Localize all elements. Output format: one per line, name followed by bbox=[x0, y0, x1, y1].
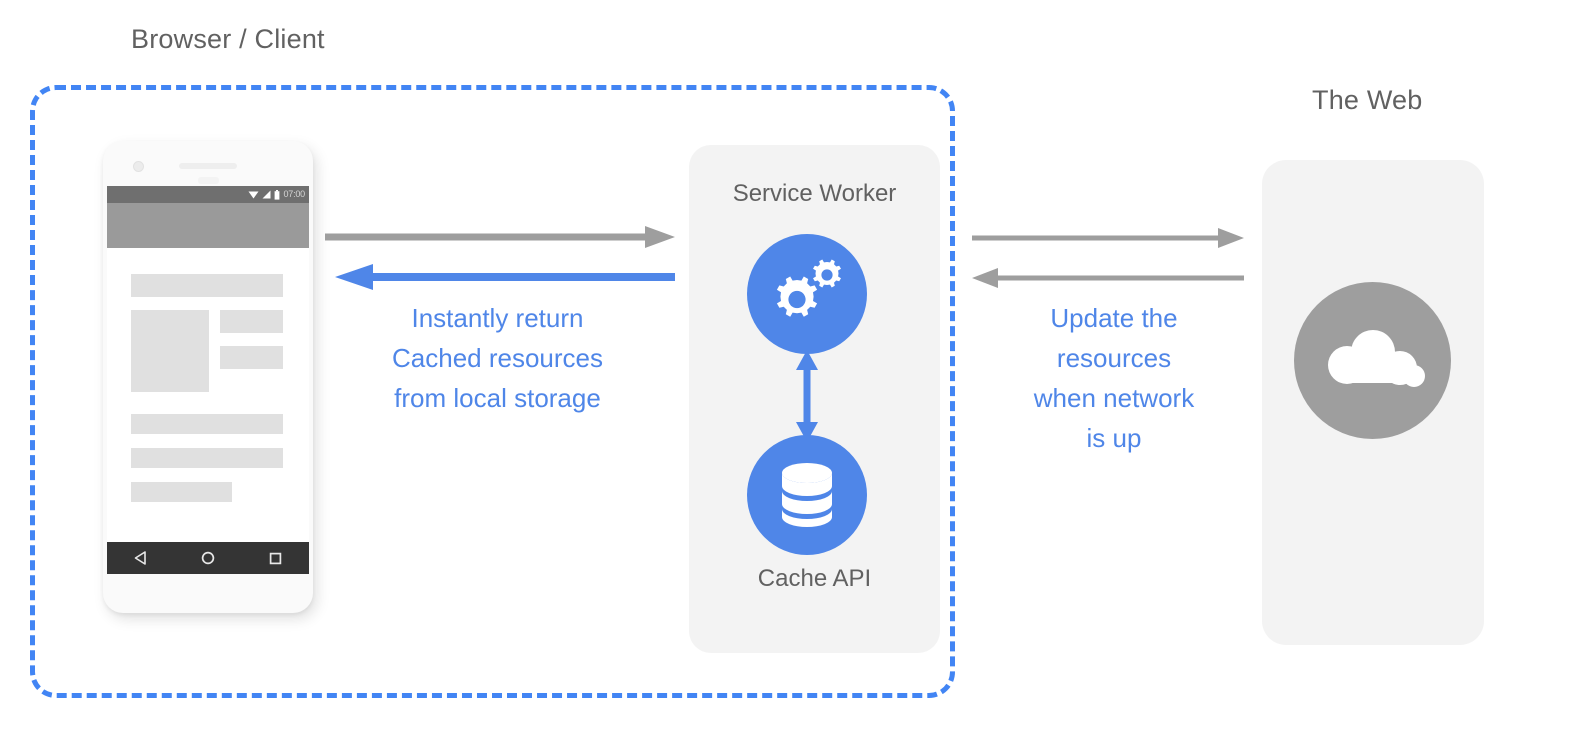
service-worker-panel: Service Worker bbox=[689, 145, 940, 653]
skeleton-block bbox=[131, 448, 283, 468]
phone-clock: 07:00 bbox=[283, 189, 305, 199]
arrow-service-worker-to-phone bbox=[335, 264, 675, 290]
skeleton-block bbox=[131, 310, 209, 392]
back-icon[interactable] bbox=[134, 551, 147, 565]
phone-status-bar: 07:00 bbox=[107, 186, 309, 203]
phone-screen: 07:00 bbox=[107, 186, 309, 574]
wifi-icon bbox=[248, 191, 259, 199]
cloud-icon bbox=[1327, 329, 1425, 387]
phone-navigation-bar bbox=[107, 542, 309, 574]
signal-icon bbox=[262, 190, 271, 199]
arrow-service-worker-to-web bbox=[972, 228, 1244, 248]
arrow-phone-to-service-worker bbox=[325, 226, 675, 248]
browser-client-title: Browser / Client bbox=[131, 24, 325, 54]
phone-speaker-icon bbox=[179, 163, 237, 169]
web-panel bbox=[1262, 160, 1484, 645]
client-boundary-box bbox=[30, 85, 955, 698]
the-web-title: The Web bbox=[1312, 85, 1423, 115]
annotation-update-resources: Update the resources when network is up bbox=[1033, 303, 1195, 453]
annotation-cached-resources: Instantly return Cached resources from l… bbox=[392, 303, 603, 413]
skeleton-block bbox=[220, 346, 283, 369]
service-worker-icon-badge bbox=[747, 234, 867, 354]
gears-icon bbox=[776, 259, 841, 317]
cache-api-icon-badge bbox=[747, 435, 867, 555]
skeleton-block bbox=[131, 414, 283, 434]
phone-camera-icon bbox=[133, 161, 144, 172]
home-icon[interactable] bbox=[201, 551, 215, 565]
skeleton-block bbox=[131, 274, 283, 297]
cloud-icon-badge bbox=[1294, 282, 1451, 439]
phone-sensor-icon bbox=[198, 177, 219, 184]
service-worker-title: Service Worker bbox=[732, 180, 897, 207]
recents-icon[interactable] bbox=[269, 552, 282, 565]
skeleton-block bbox=[220, 310, 283, 333]
cache-api-title: Cache API bbox=[757, 565, 872, 592]
service-worker-cache-link-icon bbox=[796, 350, 818, 442]
phone-mockup: 07:00 bbox=[103, 141, 313, 613]
arrow-web-to-service-worker bbox=[972, 268, 1244, 288]
phone-app-bar bbox=[107, 203, 309, 248]
skeleton-block bbox=[131, 482, 232, 502]
database-icon bbox=[782, 463, 832, 527]
battery-icon bbox=[275, 189, 280, 200]
